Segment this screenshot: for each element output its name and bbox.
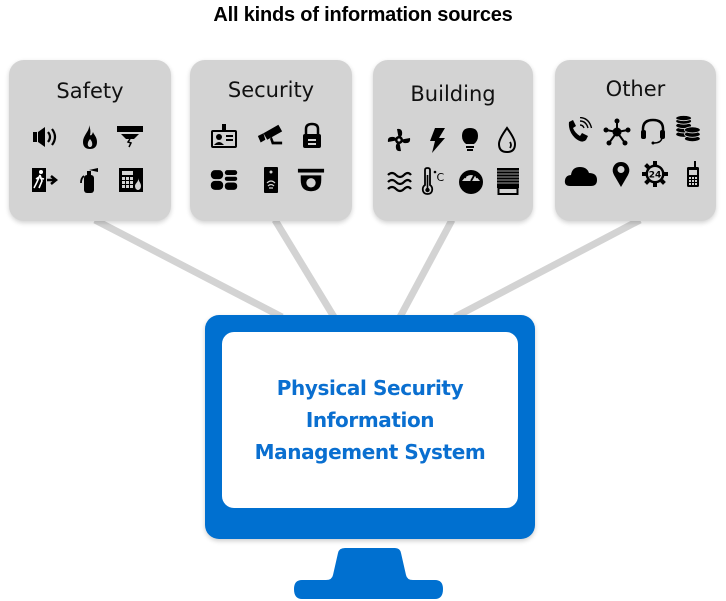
connector-other [453,216,642,321]
connector-safety [93,216,284,321]
cloud-icon [564,161,598,189]
svg-text:24: 24 [649,171,662,181]
category-label: Safety [56,79,124,103]
smoke-detector-icon [116,123,144,151]
water-drop-icon [493,126,521,154]
fan-icon [385,126,413,154]
fire-alarm-panel-icon [117,166,145,194]
system-title-line-1: Physical Security [276,376,464,400]
phone-call-icon [565,117,593,145]
emergency-exit-icon [31,166,59,194]
category-label: Other [605,77,666,101]
monitor-stand [294,548,443,599]
category-label: Building [410,82,496,106]
card-reader-icon [257,166,285,194]
keypad-icon [210,166,238,194]
category-label: Security [227,78,315,102]
system-title-line-2: Information [305,408,435,432]
air-waves-icon [385,167,413,195]
psim-monitor: Physical Security Information Management… [205,315,535,539]
gauge-meter-icon [457,167,485,195]
svg-text:C: C [437,171,445,184]
connector-building [396,218,456,319]
id-badge-icon [210,123,238,151]
cctv-camera-icon [256,122,284,150]
window-blind-icon [494,167,522,195]
coins-stack-icon [674,115,702,143]
lightning-icon [423,126,451,154]
fire-extinguisher-icon [76,166,104,194]
category-box-other: Other 24 [555,60,716,221]
padlock-icon [298,122,326,150]
mobile-radio-icon [679,160,707,188]
category-box-safety: Safety [9,60,171,221]
dome-camera-icon [297,166,325,194]
thermometer-celsius-icon: C [420,167,448,195]
location-pin-icon [607,160,635,188]
speaker-alarm-icon [31,123,59,151]
headset-icon [639,117,667,145]
category-box-building: Building C [373,60,533,221]
diagram-title: All kinds of information sources [213,4,513,26]
connector-security [272,218,337,319]
monitor-screen: Physical Security Information Management… [222,332,518,508]
category-box-security: Security [190,60,352,221]
network-hub-icon [603,118,631,146]
system-title-line-3: Management System [254,440,486,464]
service-24h-icon: 24 [641,160,669,188]
flame-icon [76,123,104,151]
light-bulb-icon [456,126,484,154]
